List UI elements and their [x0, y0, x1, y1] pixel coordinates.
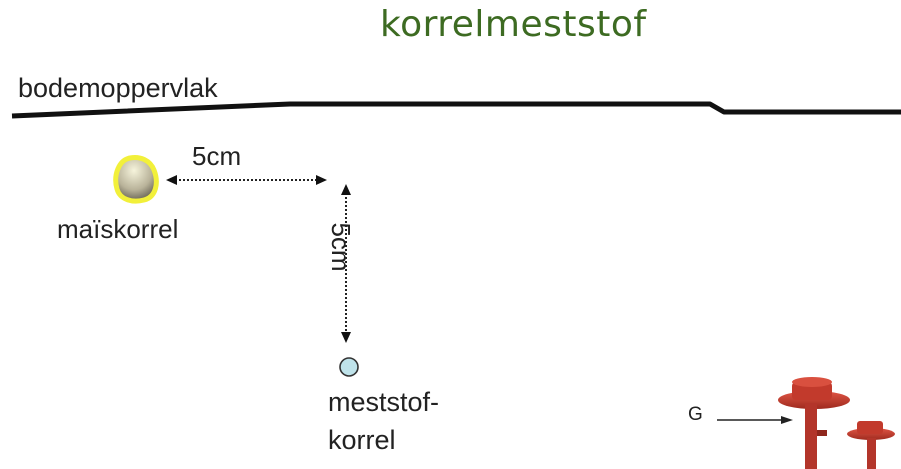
soil-surface-label: bodemoppervlak	[18, 73, 218, 103]
vertical-distance-arrow	[341, 184, 351, 343]
g-marker-label: G	[688, 404, 703, 425]
soil-surface-line	[11, 101, 901, 119]
horizontal-distance-arrow	[166, 175, 327, 185]
diagram-title: korrelmeststof	[380, 4, 647, 45]
vertical-distance-label: 5cm	[326, 222, 356, 272]
maize-grain-icon	[113, 155, 159, 204]
horizontal-distance-label: 5cm	[192, 141, 242, 171]
seeder-tool-icon	[778, 377, 895, 469]
fertilizer-granule-label-line1: meststof-	[328, 387, 440, 417]
maize-grain-label: maïskorrel	[57, 214, 179, 244]
g-pointer-arrow	[717, 416, 793, 424]
fertilizer-granule-icon	[339, 357, 359, 377]
fertilizer-granule-label-line2: korrel	[328, 425, 396, 455]
